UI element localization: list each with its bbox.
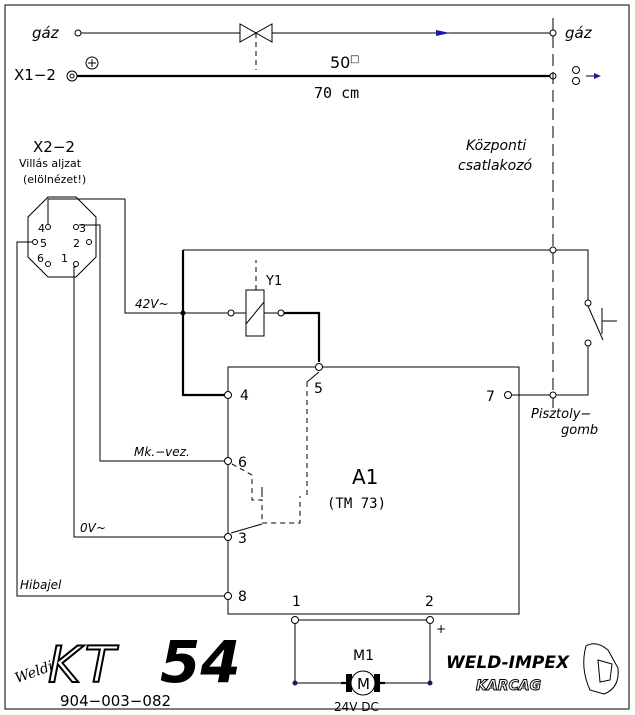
x1-connector-label: X1−2 [14,66,56,84]
motor-m1: M M1 24V DC + [292,619,446,714]
cable-section-unit: □ [350,54,359,65]
terminal-label: 5 [314,381,323,397]
motor-rating: 24V DC [334,700,379,714]
socket-pin-label: 6 [37,252,44,265]
motor-plus: + [436,622,446,636]
socket-pin-label: 2 [73,237,80,250]
socket-wires [16,198,228,597]
part-number: 904−003−082 [60,692,171,710]
central-connector-label-2: csatlakozó [458,158,533,174]
motor-symbol: M [357,675,370,693]
cable-length-label: 70 cm [314,84,359,102]
module-box [227,366,520,615]
zero-volt-label: 0V~ [80,521,106,535]
brand-block: Weldi KT 54 904−003−082 WELD-IMPEX KARCA… [13,628,619,710]
trigger-switch: Pisztoly− gomb [511,249,617,438]
socket-name: X2−2 [33,138,75,156]
gas-inlet-label: gáz [32,24,60,42]
terminal-label: 4 [240,388,249,404]
module-name: A1 [352,465,378,489]
terminal-label: 2 [425,594,434,610]
module-type: (TM 73) [327,496,386,512]
supply-bus [180,246,557,397]
socket-pin-label: 1 [61,252,68,265]
terminal-label: 7 [486,389,495,405]
gas-line: gáz gáz [32,23,593,70]
fault-label: Hibajel [20,578,62,592]
trigger-label-2: gomb [561,423,598,438]
module-a1: 4 5 6 3 8 7 1 2 A1 (TM 73) [224,363,520,624]
trigger-label-1: Pisztoly− [531,407,591,422]
cable-section-value: 50 [330,53,350,72]
voltage-label: 42V~ [135,297,169,311]
internal-contact-6 [231,463,301,524]
motor-icon [350,670,376,696]
mk-wire-label: Mk.−vez. [134,445,190,459]
socket-desc-1: Villás aljzat [19,157,82,170]
relay-label: Y1 [265,274,282,289]
gas-outlet-label: gáz [565,24,593,42]
socket-pin-label: 5 [40,237,47,250]
frame [4,4,630,710]
terminal-label: 1 [292,594,301,610]
gas-valve-icon [239,23,273,70]
maker-city: KARCAG [476,678,541,694]
socket-pin-label: 3 [79,222,86,235]
welding-helmet-icon [583,643,619,695]
power-cable: X1−2 50 □ 70 cm [14,53,601,102]
terminal-label: 6 [238,455,247,471]
socket-outline-icon [27,196,97,278]
socket-desc-2: (elölnézet!) [23,173,86,186]
terminal-label: 3 [238,531,247,547]
wire-feed-icon [572,66,601,85]
socket-x2: X2−2 Villás aljzat (elölnézet!) 4 3 5 2 … [19,138,97,278]
terminal-label: 8 [238,589,247,605]
model-letters: KT [48,636,119,694]
socket-pin-label: 4 [38,222,45,235]
relay-y1: Y1 [183,260,321,362]
motor-name: M1 [353,648,374,664]
gas-flow-arrow [436,30,450,36]
central-connector-label-1: Központi [466,138,526,154]
model-number: 54 [160,628,241,696]
maker-name: WELD-IMPEX [446,653,570,673]
